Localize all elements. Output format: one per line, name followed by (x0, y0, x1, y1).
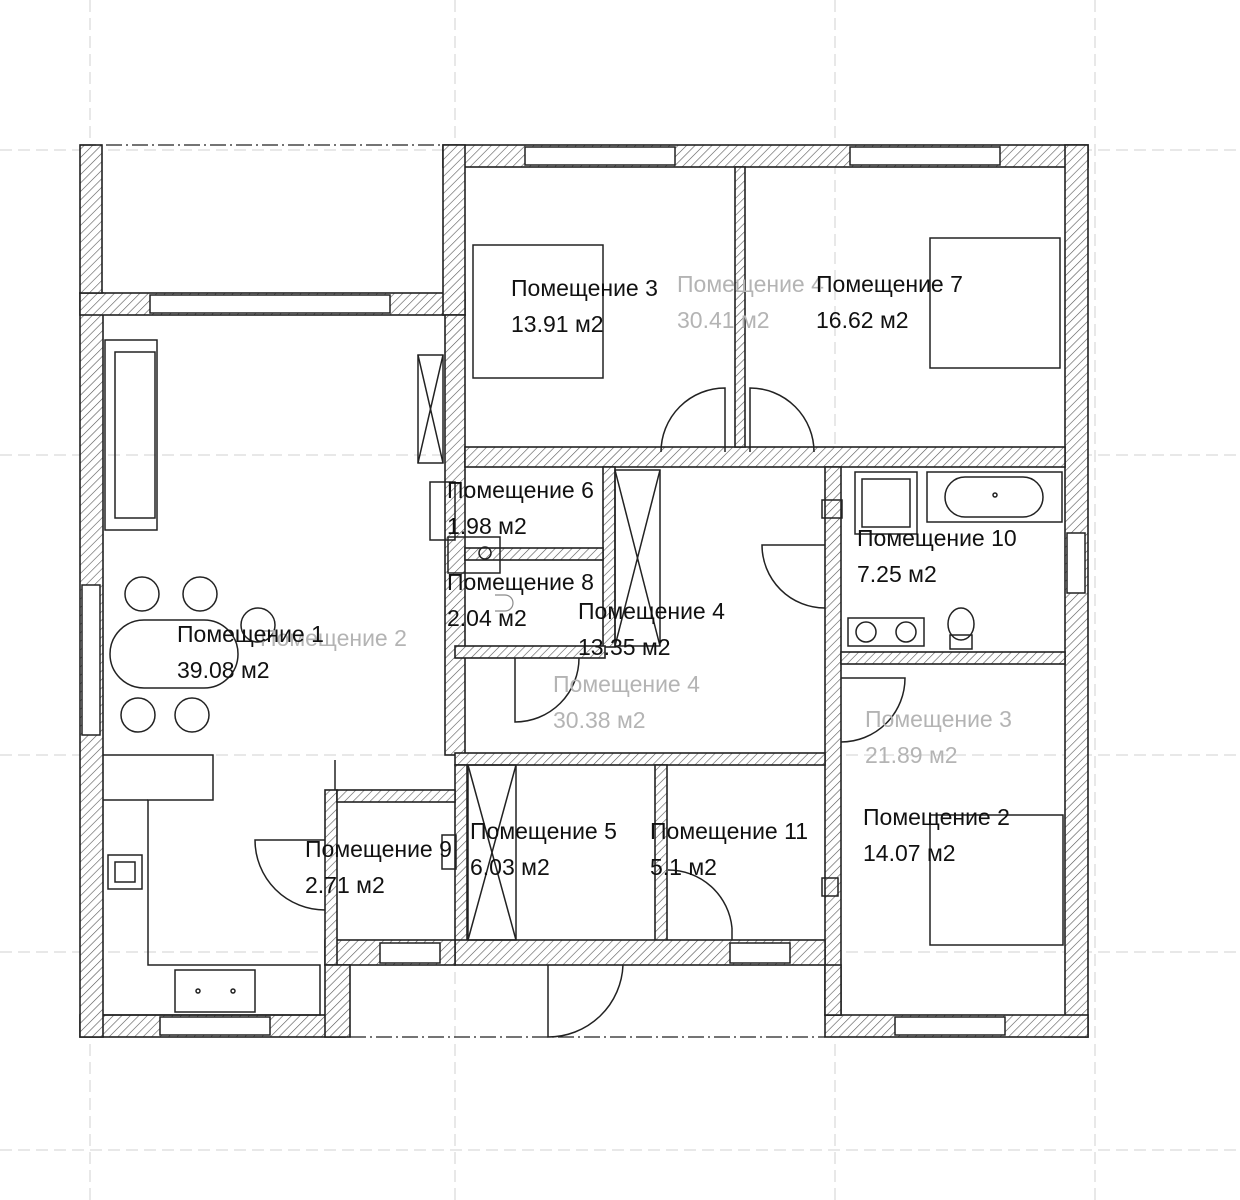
ghost-room-name: Помещение 3 (865, 706, 1012, 732)
room-10-area: 7.25 м2 (857, 561, 937, 587)
room-11-area: 5.1 м2 (650, 854, 717, 880)
chair-icon (240, 607, 276, 643)
room-6-area: 1.98 м2 (447, 513, 527, 539)
room-6-name: Помещение 6 (447, 477, 594, 503)
room-8-name: Помещение 8 (447, 569, 594, 595)
ghost-room-name: Помещение 4 (677, 271, 824, 297)
room-7-name: Помещение 7 (816, 271, 963, 297)
door-swing (840, 677, 906, 743)
door-swing (514, 657, 580, 723)
window (894, 1016, 1006, 1036)
kitchen-sink-icon (174, 969, 256, 1013)
room-4-area: 13.35 м2 (578, 634, 671, 660)
furniture (103, 237, 1064, 1016)
wall-room5-left (454, 764, 468, 951)
wall-bedrooms-divider (734, 166, 746, 448)
terrace-wall-right (442, 144, 466, 316)
room-8-area: 2.04 м2 (447, 605, 527, 631)
wall-room9-top (336, 789, 456, 803)
shower-icon (854, 471, 918, 535)
door-swing (254, 839, 326, 911)
outlet-icon (821, 499, 843, 519)
room-1-name: Помещение 1 (177, 621, 324, 647)
room-5-name: Помещение 5 (470, 818, 617, 844)
toilet-icon (949, 634, 973, 650)
room-9-area: 2.71 м2 (305, 872, 385, 898)
chair-icon (124, 576, 160, 612)
outdoor-outlines (80, 144, 825, 1038)
stove-icon (107, 854, 143, 890)
room-5-area: 6.03 м2 (470, 854, 550, 880)
room-4-name: Помещение 4 (578, 598, 725, 624)
room-3-area: 13.91 м2 (511, 311, 604, 337)
sofa-icon (104, 339, 158, 531)
windows (81, 146, 1086, 1036)
dining-table-icon (109, 619, 239, 689)
wall-bath-bottom (840, 651, 1066, 665)
window (729, 942, 791, 964)
room-2-name: Помещение 2 (863, 804, 1010, 830)
bed-icon (929, 237, 1061, 369)
chair-icon (182, 576, 218, 612)
wall-bedrooms-bottom (464, 446, 1066, 468)
window (149, 294, 391, 314)
ghost-labels: Помещение 2 Помещение 4 30.41 м2 Помещен… (260, 271, 1012, 768)
window (159, 1016, 271, 1036)
door-swing (547, 964, 624, 1038)
bed-icon (472, 244, 604, 379)
wardrobe-icon (467, 764, 517, 941)
wall-room8-bottom (454, 645, 606, 659)
wall-porch-right (824, 964, 842, 1016)
window (849, 146, 1001, 166)
ghost-room-name: Помещение 4 (553, 671, 700, 697)
bathtub-icon (926, 471, 1063, 523)
wall-room6-bottom (464, 547, 604, 561)
outlet-icon (441, 834, 457, 870)
door-swing (749, 387, 815, 453)
washbasin-icon (847, 617, 925, 647)
room-11-name: Помещение 11 (650, 818, 808, 844)
room-3-name: Помещение 3 (511, 275, 658, 301)
door-swing (667, 869, 733, 929)
chair-icon (120, 697, 156, 733)
room-10-name: Помещение 10 (857, 525, 1017, 551)
window (379, 942, 441, 964)
room-2-area: 14.07 м2 (863, 840, 956, 866)
room-1-area: 39.08 м2 (177, 657, 270, 683)
door-swing (761, 544, 826, 609)
ghost-room-area: 30.41 м2 (677, 307, 770, 333)
ghost-room-area: 30.38 м2 (553, 707, 646, 733)
terrace-wall-left (79, 144, 103, 294)
ghost-room-area: 21.89 м2 (865, 742, 958, 768)
wall-porch-left (324, 964, 351, 1038)
window (1066, 532, 1086, 594)
cabinet-icon (417, 354, 444, 464)
room-7-area: 16.62 м2 (816, 307, 909, 333)
wall-right-block (824, 466, 842, 1016)
meter-icon (447, 536, 501, 574)
boiler-icon (429, 481, 456, 541)
wardrobe-icon (614, 469, 661, 647)
room-labels: Помещение 1 39.08 м2 Помещение 2 14.07 м… (177, 271, 1017, 898)
window (524, 146, 676, 166)
kitchen-counter-icon (103, 754, 321, 1016)
doors (254, 387, 906, 1038)
outlet-icon (821, 877, 839, 897)
ghost-room-name: Помещение 2 (260, 625, 407, 651)
room-9-name: Помещение 9 (305, 836, 452, 862)
bed-icon (929, 814, 1064, 946)
window (81, 584, 101, 736)
wall-hall-bottom (454, 752, 826, 766)
chair-icon (174, 697, 210, 733)
door-swing (660, 387, 726, 453)
